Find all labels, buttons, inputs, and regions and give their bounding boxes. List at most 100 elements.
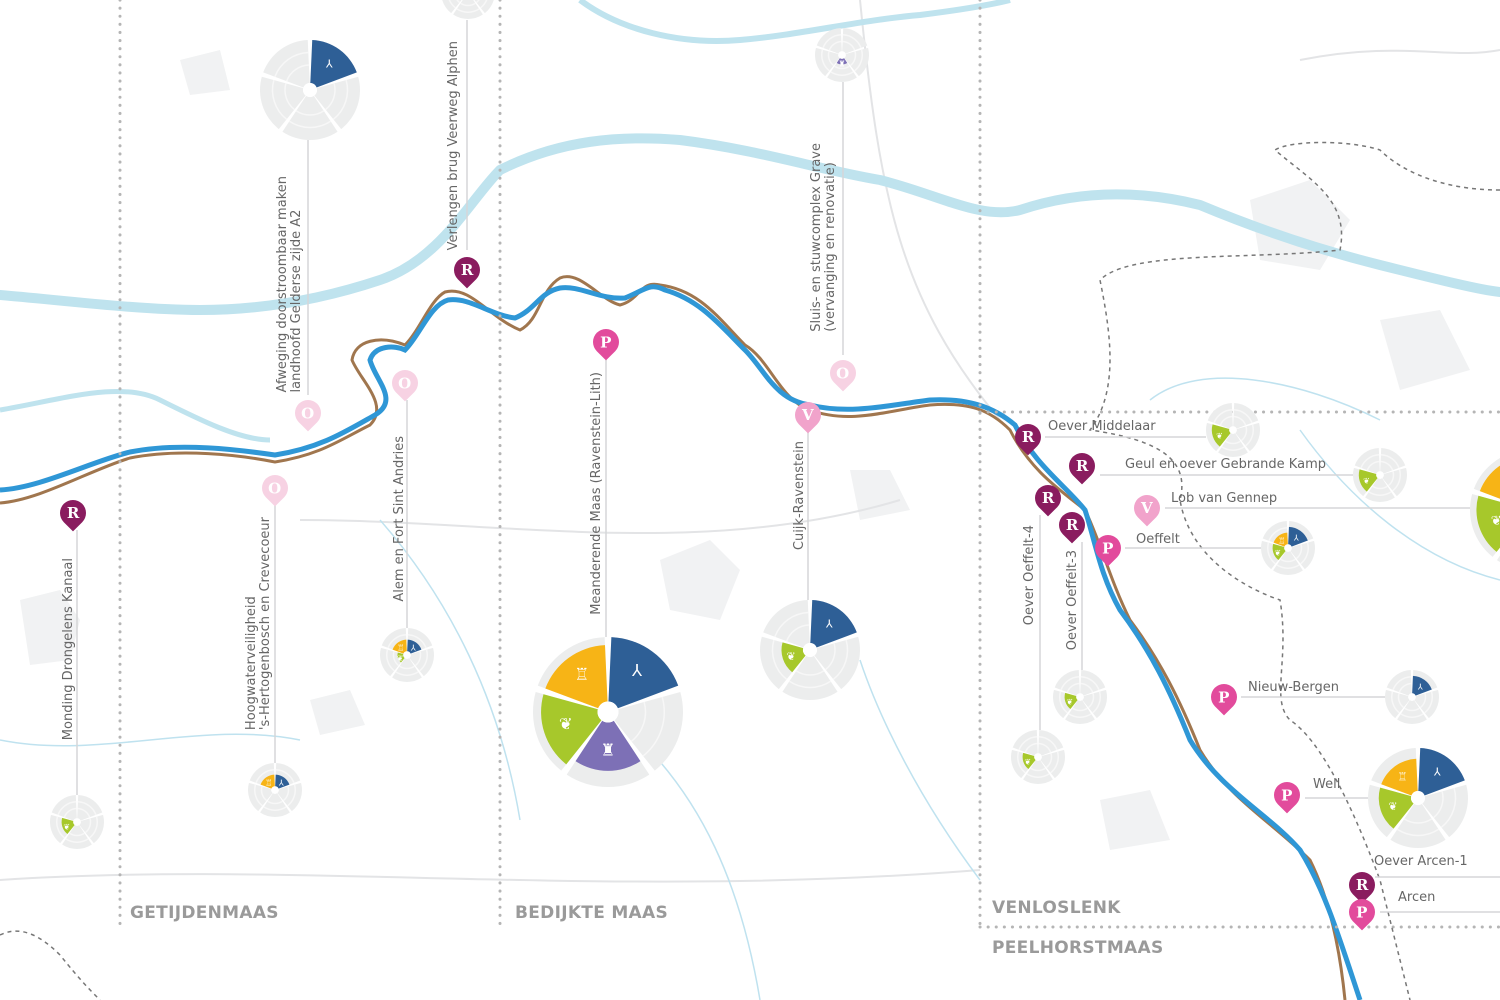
score-pie[interactable]: ❦♖ bbox=[1470, 450, 1500, 570]
border-dashed bbox=[0, 141, 1500, 1000]
marker-letter: R bbox=[1021, 428, 1035, 446]
pie-center bbox=[73, 818, 81, 826]
leader-lines bbox=[76, 20, 1500, 913]
project-label: Lob van Gennep bbox=[1171, 492, 1277, 506]
pie-ring bbox=[69, 832, 85, 837]
pie-ring bbox=[842, 34, 862, 49]
pie-sector-score bbox=[275, 774, 290, 789]
pie-ring bbox=[1300, 542, 1309, 565]
network-icon: ⅄ bbox=[1417, 682, 1423, 691]
tooth-icon: ♖ bbox=[575, 665, 590, 684]
pie-ring bbox=[407, 634, 427, 649]
score-pie[interactable]: ❦ bbox=[1011, 730, 1065, 785]
tooth-icon: ♖ bbox=[1278, 536, 1285, 545]
score-pie[interactable]: ⅄❦ bbox=[759, 600, 861, 701]
leaf-icon: ❦ bbox=[1363, 476, 1370, 485]
marker-letter: V bbox=[802, 406, 814, 425]
leaf-icon: ❦ bbox=[1066, 697, 1073, 706]
region-label-bedijkte-maas: BEDIJKTE MAAS bbox=[515, 903, 669, 923]
pie-ring bbox=[1068, 713, 1092, 718]
pie-ring bbox=[254, 784, 263, 807]
pie-sector-background bbox=[474, 0, 494, 14]
marker-letter: V bbox=[1141, 499, 1153, 518]
score-pie[interactable]: ⅄ bbox=[260, 40, 361, 140]
pie-ring bbox=[1038, 742, 1052, 753]
pie-sector-background bbox=[1273, 551, 1303, 575]
pie-sector-score bbox=[392, 639, 407, 654]
pie-sector-score bbox=[836, 58, 848, 65]
network-icon: ⅄ bbox=[826, 617, 833, 630]
project-name-line2: (vervanging en renovatie) bbox=[823, 162, 838, 332]
project-name: Arcen bbox=[1398, 890, 1436, 905]
pie-sector-score bbox=[1022, 752, 1036, 770]
pie-ring bbox=[282, 786, 290, 802]
score-pie[interactable] bbox=[441, 0, 495, 20]
pie-ring bbox=[1038, 736, 1058, 751]
pie-ring bbox=[399, 665, 415, 670]
pie-ring bbox=[263, 806, 287, 811]
marker-letter: R bbox=[66, 504, 80, 522]
pie-sector-background bbox=[453, 0, 483, 20]
score-pie[interactable]: ⅄❦♖ bbox=[1367, 748, 1468, 848]
score-pie[interactable]: ⅄♜❦♖ bbox=[533, 637, 683, 787]
network-icon: ⅄ bbox=[1434, 765, 1441, 778]
marker-letter: R bbox=[1075, 457, 1089, 475]
pie-ring bbox=[1087, 693, 1095, 709]
pie-ring bbox=[1267, 542, 1276, 565]
pie-ring bbox=[785, 624, 809, 642]
pie-ring bbox=[77, 801, 97, 816]
pie-sector-background bbox=[827, 58, 857, 83]
marker-letter: R bbox=[1065, 516, 1079, 534]
pie-sector-score bbox=[1412, 675, 1432, 696]
pie-ring bbox=[1398, 682, 1412, 693]
river-bank-brown bbox=[0, 275, 1347, 1000]
heritage-icon: ♜ bbox=[838, 59, 845, 68]
project-name: Alem en Fort Sint Andries bbox=[392, 436, 407, 602]
pie-ring bbox=[284, 83, 295, 111]
pie-sector-background bbox=[1422, 784, 1468, 838]
pie-ring bbox=[774, 611, 809, 638]
pie-ring bbox=[1018, 736, 1038, 751]
pie-center bbox=[271, 786, 279, 794]
pie-ring bbox=[1380, 454, 1400, 469]
pie-sector-score bbox=[1418, 748, 1465, 796]
pie-ring bbox=[1380, 460, 1394, 471]
score-pie[interactable]: ⅄ bbox=[1385, 670, 1439, 724]
pie-ring bbox=[274, 51, 309, 78]
pie-sector-score bbox=[575, 720, 641, 771]
score-pie[interactable]: ⅄♖ bbox=[247, 763, 302, 817]
pie-center bbox=[838, 51, 846, 59]
pie-sector-background bbox=[392, 658, 422, 682]
pie-ring bbox=[1221, 446, 1245, 451]
pie-sector-background bbox=[1365, 478, 1395, 502]
score-pie[interactable]: ⅄❦♖ bbox=[380, 628, 434, 682]
pie-sector-score bbox=[1273, 532, 1288, 547]
project-name: Oever Oeffelt-4 bbox=[1022, 524, 1037, 625]
pie-sector-score bbox=[1272, 543, 1286, 561]
score-pie[interactable]: ❦ bbox=[1053, 670, 1107, 724]
region-label-getijdenmaas: GETIJDENMAAS bbox=[130, 903, 279, 923]
score-pie[interactable]: ❦ bbox=[50, 795, 104, 850]
score-pie[interactable]: ❦ bbox=[1206, 403, 1260, 457]
pie-sector-score bbox=[407, 639, 422, 654]
pie-ring bbox=[1400, 713, 1424, 718]
pie-sector-background bbox=[782, 655, 838, 701]
pie-sector-background bbox=[1397, 700, 1427, 724]
pie-ring bbox=[1366, 460, 1380, 471]
marker-letter: P bbox=[1102, 539, 1114, 557]
marker-letter: R bbox=[1041, 489, 1055, 507]
marker-letter: P bbox=[1356, 903, 1368, 921]
pie-ring bbox=[1072, 707, 1088, 712]
project-name: Hoogwaterveiligheid bbox=[244, 596, 259, 730]
marker-letter: O bbox=[301, 404, 315, 423]
project-label: Arcen bbox=[1398, 891, 1435, 905]
pie-center bbox=[1076, 693, 1084, 701]
project-name: Oever Oeffelt-3 bbox=[1065, 549, 1080, 650]
score-pie[interactable]: ❦ bbox=[1353, 448, 1407, 502]
score-pie[interactable]: ⅄❦♖ bbox=[1261, 521, 1315, 575]
leaf-icon: ❦ bbox=[1024, 757, 1031, 766]
pie-ring bbox=[56, 816, 65, 839]
score-pie[interactable]: ♜ bbox=[815, 28, 869, 83]
pie-sector-background bbox=[442, 0, 462, 14]
